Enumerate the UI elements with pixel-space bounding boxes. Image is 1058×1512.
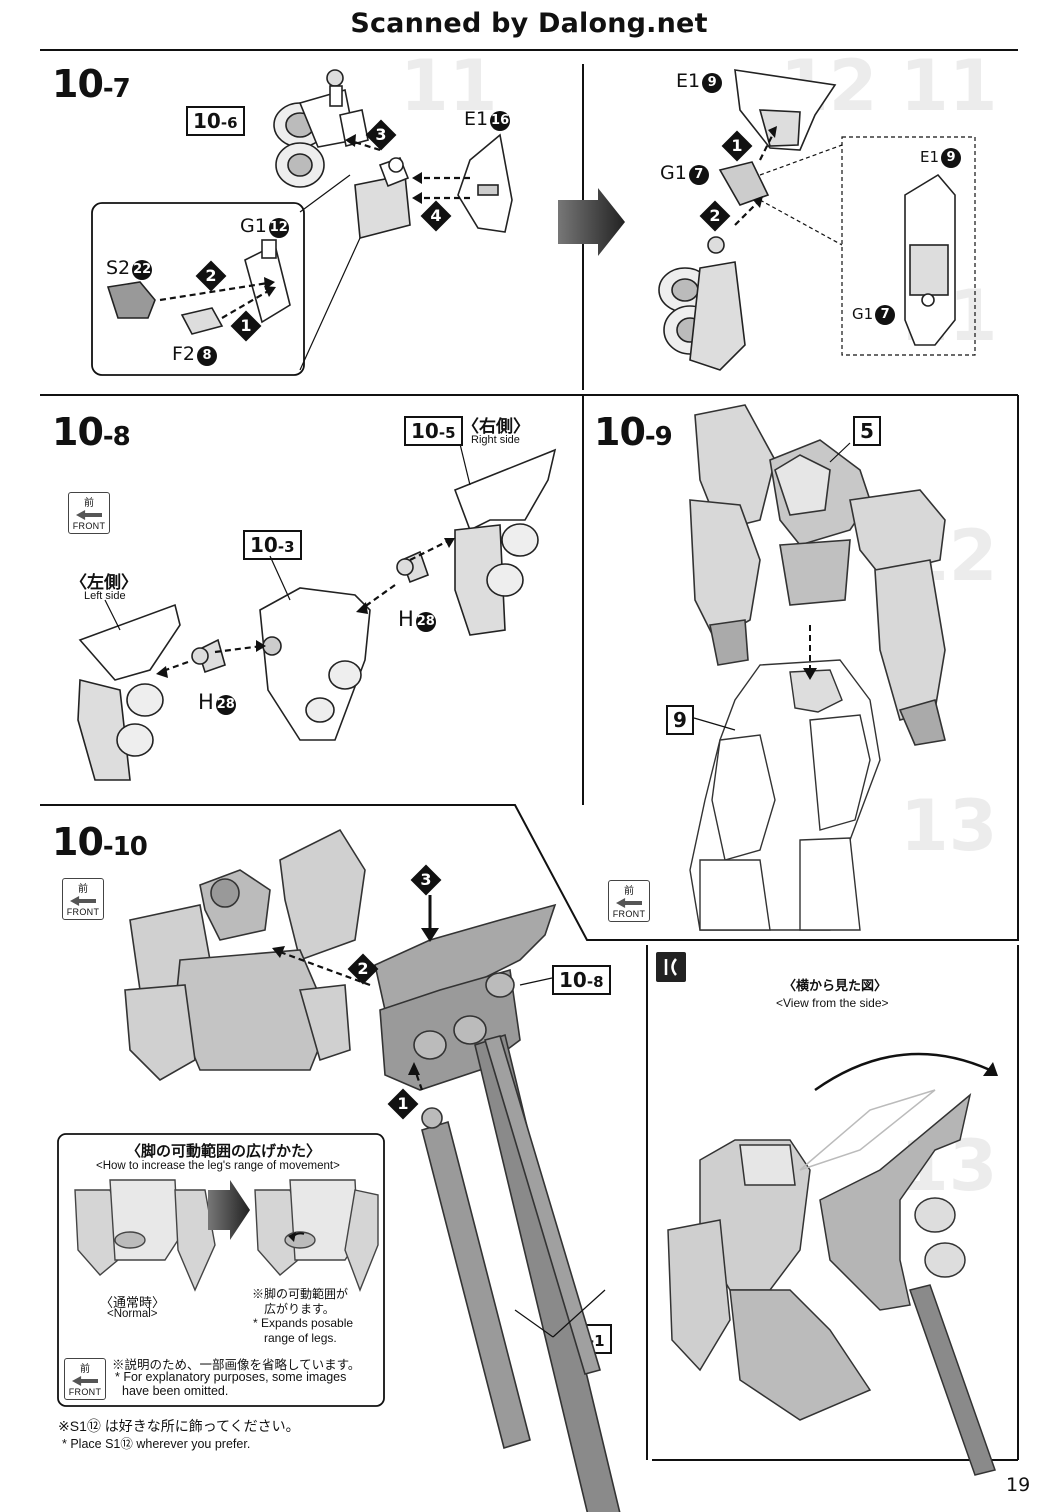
ref-box-5: 5 [853, 416, 881, 446]
scan-credit: Scanned by Dalong.net [350, 8, 708, 39]
left-side-en: Left side [84, 590, 126, 602]
ref-box-10-8: 10-8 [552, 965, 611, 995]
step-number-10-8: 10-8 [52, 410, 131, 454]
step-number-10-9: 10-9 [594, 410, 673, 454]
leg-box-normal-jp: 〈通常時〉 [100, 1296, 166, 1311]
ref-box-9: 9 [666, 705, 694, 735]
leg-box-note-en-1: * Expands posable [253, 1316, 354, 1330]
leg-box-normal-en: <Normal> [107, 1308, 158, 1320]
page-number: 19 [1006, 1474, 1031, 1496]
ref-box-10-6: 10-6 [186, 106, 245, 136]
left-side-jp: 〈左側〉 [70, 573, 138, 593]
leg-box-note-jp-2: 広がります。 [264, 1302, 335, 1316]
ref-box-10-3: 10-3 [243, 530, 302, 560]
leg-box-title-en: <How to increase the leg's range of move… [96, 1160, 340, 1172]
omit-note-en-2: have been omitted. [122, 1384, 229, 1398]
step-badge-2-right: 2 [701, 202, 729, 230]
right-side-en: Right side [471, 434, 520, 446]
step-badge-1-10-10: 1 [389, 1090, 417, 1118]
side-view-en: <View from the side> [776, 996, 889, 1010]
step-badge-3: 3 [367, 121, 395, 149]
step-badge-2: 2 [197, 262, 225, 290]
step-badge-4: 4 [422, 202, 450, 230]
omit-note-en-1: * For explanatory purposes, some images [115, 1370, 347, 1384]
step-number-10-7: 10-7 [52, 62, 131, 106]
leg-box-note-jp-1: ※脚の可動範囲が [252, 1287, 349, 1301]
omit-note-jp: ※説明のため、一部画像を省略しています。 [112, 1358, 361, 1372]
footer-note-jp: ※S1⑫ は好きな所に飾ってください。 [58, 1418, 300, 1434]
step-badge-1: 1 [232, 312, 260, 340]
footer-note-en: * Place S1⑫ wherever you prefer. [62, 1437, 251, 1451]
ref-box-10-5: 10-5 [404, 416, 463, 446]
side-view-jp: 〈横から見た図〉 [783, 979, 888, 994]
step-badge-3-10-10: 3 [412, 866, 440, 894]
leg-box-title-jp: 〈脚の可動範囲の広げかた〉 [126, 1142, 322, 1160]
rotate-view-icon [656, 952, 686, 982]
step-badge-1-right: 1 [723, 132, 751, 160]
leg-box-note-en-2: range of legs. [264, 1331, 337, 1345]
right-side-jp: 〈右側〉 [462, 417, 530, 437]
step-badge-2-10-10: 2 [349, 955, 377, 983]
step-number-10-10: 10-10 [52, 820, 148, 864]
